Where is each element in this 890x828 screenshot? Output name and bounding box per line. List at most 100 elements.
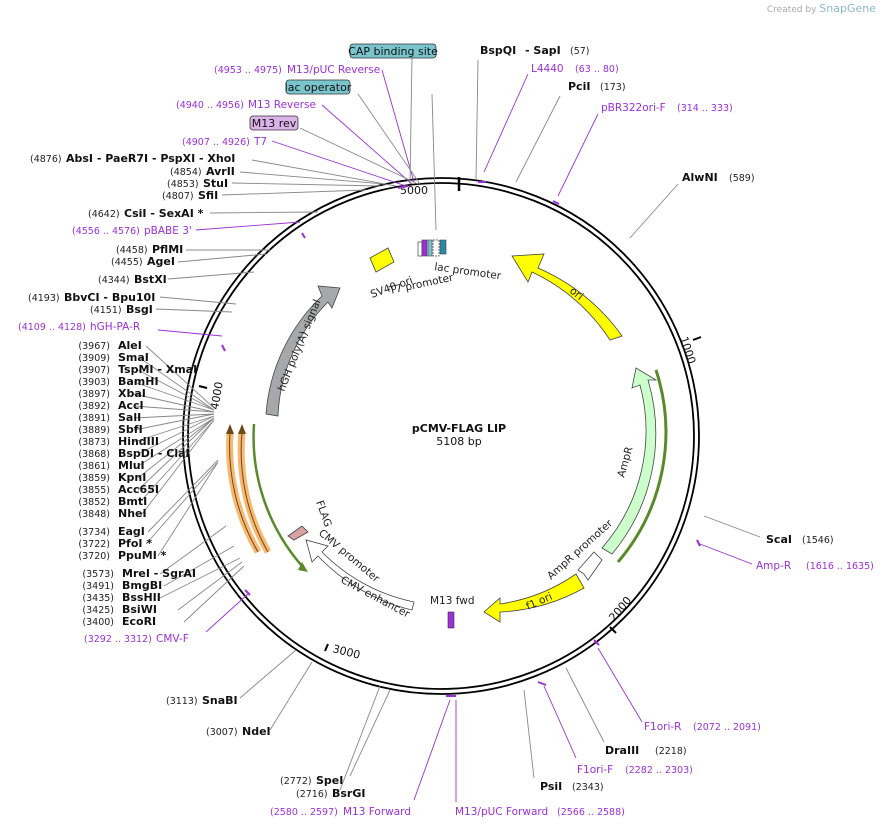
primer-f1orif-pos: (2282 .. 2303) bbox=[625, 765, 693, 776]
primer-cmvf: CMV-F bbox=[156, 633, 189, 645]
primer-m13fwd-pos: (2580 .. 2597) bbox=[270, 807, 338, 818]
site-pos: (3848) bbox=[78, 509, 110, 520]
primer-marks bbox=[221, 181, 701, 697]
tick-5000: 5000 bbox=[400, 184, 428, 197]
m13-fwd-feature bbox=[447, 611, 455, 629]
site-csii-pos: (4642) bbox=[88, 209, 120, 220]
tick-4000: 4000 bbox=[208, 381, 226, 411]
site-spei-pos: (2772) bbox=[280, 776, 312, 787]
primer-f1orif: F1ori-F bbox=[577, 764, 613, 776]
backbone-inner bbox=[187, 182, 695, 690]
primer-mark-f1orir bbox=[593, 639, 600, 646]
flag-feature bbox=[287, 525, 309, 541]
snapgene-logo: SnapGene bbox=[819, 2, 876, 15]
primer-mark-cmvf bbox=[244, 589, 251, 596]
primer-m13pucrev-pos: (4953 .. 4975) bbox=[214, 65, 282, 76]
site-pos: (3967) bbox=[78, 341, 110, 352]
primer-t7-pos: (4907 .. 4926) bbox=[182, 137, 250, 148]
flag-label: FLAG bbox=[313, 499, 334, 529]
site-pos: (3909) bbox=[78, 353, 110, 364]
primer-leaders bbox=[157, 69, 753, 802]
site-name: AleI bbox=[118, 339, 142, 352]
tick-2000: 2000 bbox=[606, 594, 634, 624]
site-name: BmgBI bbox=[122, 579, 162, 592]
site-name: MluI bbox=[118, 459, 145, 472]
green-orf-line bbox=[252, 423, 303, 567]
m13-fwd-label: M13 fwd bbox=[430, 595, 475, 607]
primer-pbabe-pos: (4556 .. 4576) bbox=[72, 226, 140, 237]
primer-t7: T7 bbox=[253, 136, 267, 148]
plasmid-name: pCMV-FLAG LIP bbox=[412, 422, 506, 435]
site-pcii-pos: (173) bbox=[600, 82, 626, 93]
site-pos: (3892) bbox=[78, 401, 110, 412]
primer-pbr322-pos: (314 .. 333) bbox=[677, 103, 733, 114]
primer-pbabe: pBABE 3' bbox=[144, 225, 192, 237]
hgh-polya-arrow bbox=[265, 285, 341, 417]
primer-mark-t7 bbox=[397, 185, 409, 189]
site-pos: (3855) bbox=[78, 485, 110, 496]
site-pos: (3573) bbox=[82, 569, 114, 580]
site-pos: (3852) bbox=[78, 497, 110, 508]
site-stui-pos: (4853) bbox=[167, 179, 199, 190]
snapgene-credit: Created by SnapGene bbox=[767, 2, 876, 15]
site-alwni-pos: (589) bbox=[729, 173, 755, 184]
site-pos: (3720) bbox=[78, 551, 110, 562]
site-agei: AgeI bbox=[147, 255, 175, 268]
site-name: Acc65I bbox=[118, 483, 159, 496]
site-absi: AbsI - PaeR7I - PspXI - XhoI bbox=[66, 152, 235, 165]
site-avrii: AvrII bbox=[206, 165, 235, 178]
site-bsrgi: BsrGI bbox=[332, 787, 365, 800]
primer-m13rev: M13 Reverse bbox=[248, 99, 316, 111]
primer-ampr: Amp-R bbox=[756, 560, 791, 572]
site-bstxi: BstXI bbox=[134, 273, 167, 286]
left-leaders bbox=[133, 55, 437, 623]
t7-promoter-feature bbox=[417, 241, 423, 257]
primer-m13fwd: M13 Forward bbox=[343, 806, 411, 818]
site-name: SalI bbox=[118, 411, 141, 424]
cap-binding-box bbox=[349, 43, 437, 59]
site-ndei-pos: (3007) bbox=[206, 727, 238, 738]
site-sapi-pos: (57) bbox=[570, 46, 590, 57]
ampr-orf-line bbox=[616, 369, 668, 563]
f1-ori-arrow bbox=[483, 573, 585, 623]
t7-promoter-label: T7 promoter bbox=[387, 272, 455, 298]
hgh-polya-label: hGH poly(A) signal bbox=[276, 298, 324, 393]
site-pos: (3907) bbox=[78, 365, 110, 376]
site-alwni: AlwNI bbox=[682, 171, 718, 184]
site-pos: (3734) bbox=[78, 527, 110, 538]
site-name: PpuMI * bbox=[118, 549, 167, 562]
site-pos: (3722) bbox=[78, 539, 110, 550]
site-name: KpnI bbox=[118, 471, 146, 484]
site-sfii-pos: (4807) bbox=[162, 191, 194, 202]
primer-mark-ampr bbox=[696, 539, 701, 547]
primer-m13puc-fwd-pos: (2566 .. 2588) bbox=[557, 807, 625, 818]
site-pos: (3400) bbox=[82, 617, 114, 628]
primer-mark-pbr322 bbox=[552, 200, 560, 205]
tick-mark-3000 bbox=[324, 643, 329, 652]
tick-mark-4000 bbox=[198, 385, 208, 389]
site-name: XbaI bbox=[118, 387, 146, 400]
backbone-outer bbox=[182, 177, 700, 695]
cap-binding-label: CAP binding site bbox=[348, 45, 438, 58]
site-name: NheI bbox=[118, 507, 147, 520]
primer-ampr-pos: (1616 .. 1635) bbox=[806, 561, 874, 572]
site-name: AccI bbox=[118, 399, 144, 412]
site-name: PfoI * bbox=[118, 537, 152, 550]
site-scai-pos: (1546) bbox=[802, 535, 834, 546]
site-snabi-pos: (3113) bbox=[166, 696, 198, 707]
lac-promoter-feature bbox=[432, 239, 440, 257]
primer-f1orir-pos: (2072 .. 2091) bbox=[693, 722, 761, 733]
site-pos: (3868) bbox=[78, 449, 110, 460]
primer-hgh-pos: (4109 .. 4128) bbox=[18, 322, 86, 333]
primer-pbr322: pBR322ori-F bbox=[601, 102, 666, 114]
primer-f1orir: F1ori-R bbox=[644, 721, 681, 733]
m13-rev-feature bbox=[421, 239, 428, 257]
site-psii-pos: (2343) bbox=[572, 782, 604, 793]
site-name: TspMI - XmaI bbox=[118, 363, 197, 376]
site-pos: (3873) bbox=[78, 437, 110, 448]
primer-m13pucrev: M13/pUC Reverse bbox=[287, 64, 380, 76]
ori-arrow bbox=[511, 253, 623, 341]
site-draiii: DraIII bbox=[605, 744, 639, 757]
site-pos: (3491) bbox=[82, 581, 114, 592]
